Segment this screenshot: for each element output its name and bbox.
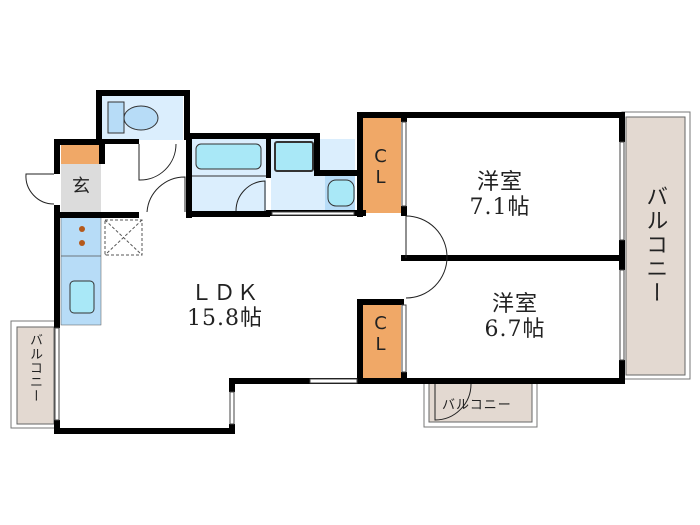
ldk-size: 15.8帖 (187, 306, 263, 332)
genkan-floor (61, 163, 101, 213)
doors (25, 143, 472, 421)
western-room-2-name: 洋室 (491, 292, 538, 317)
closet-1 (362, 118, 401, 213)
western-room-1-size: 7.1帖 (469, 195, 531, 221)
fridge-space (104, 219, 143, 256)
shoe-closet (61, 145, 99, 164)
ldk-label: ＬＤＫ 15.8帖 (170, 281, 280, 332)
bathtub-icon (195, 143, 262, 170)
kitchen-sink-icon (69, 280, 95, 314)
western-room-2-label: 洋室 6.7帖 (470, 292, 560, 343)
washing-machine-icon (327, 179, 355, 207)
toilet-bowl-icon (123, 105, 159, 131)
balcony-left-label: バルコニー (26, 333, 42, 403)
western-room-1-name: 洋室 (476, 170, 523, 195)
sink-icon (274, 141, 314, 172)
toilet-tank-icon (107, 101, 125, 134)
western-room-2-size: 6.7帖 (484, 317, 546, 343)
closet-2-label: CL (370, 313, 391, 355)
balcony-left (10, 320, 56, 429)
closet-2 (362, 305, 401, 378)
stove-burner-icon (79, 240, 85, 246)
western-room-1-label: 洋室 7.1帖 (455, 170, 545, 221)
closet-1-label: CL (370, 146, 391, 188)
balcony-bottom-label: バルコニー (442, 398, 512, 413)
balcony-right (621, 111, 691, 380)
ldk-name: ＬＤＫ (190, 281, 260, 306)
genkan-label: 玄 (72, 176, 90, 197)
stove-burner-icon (79, 226, 85, 232)
balcony-right-label: バルコニー (642, 185, 668, 305)
windows (54, 121, 625, 425)
